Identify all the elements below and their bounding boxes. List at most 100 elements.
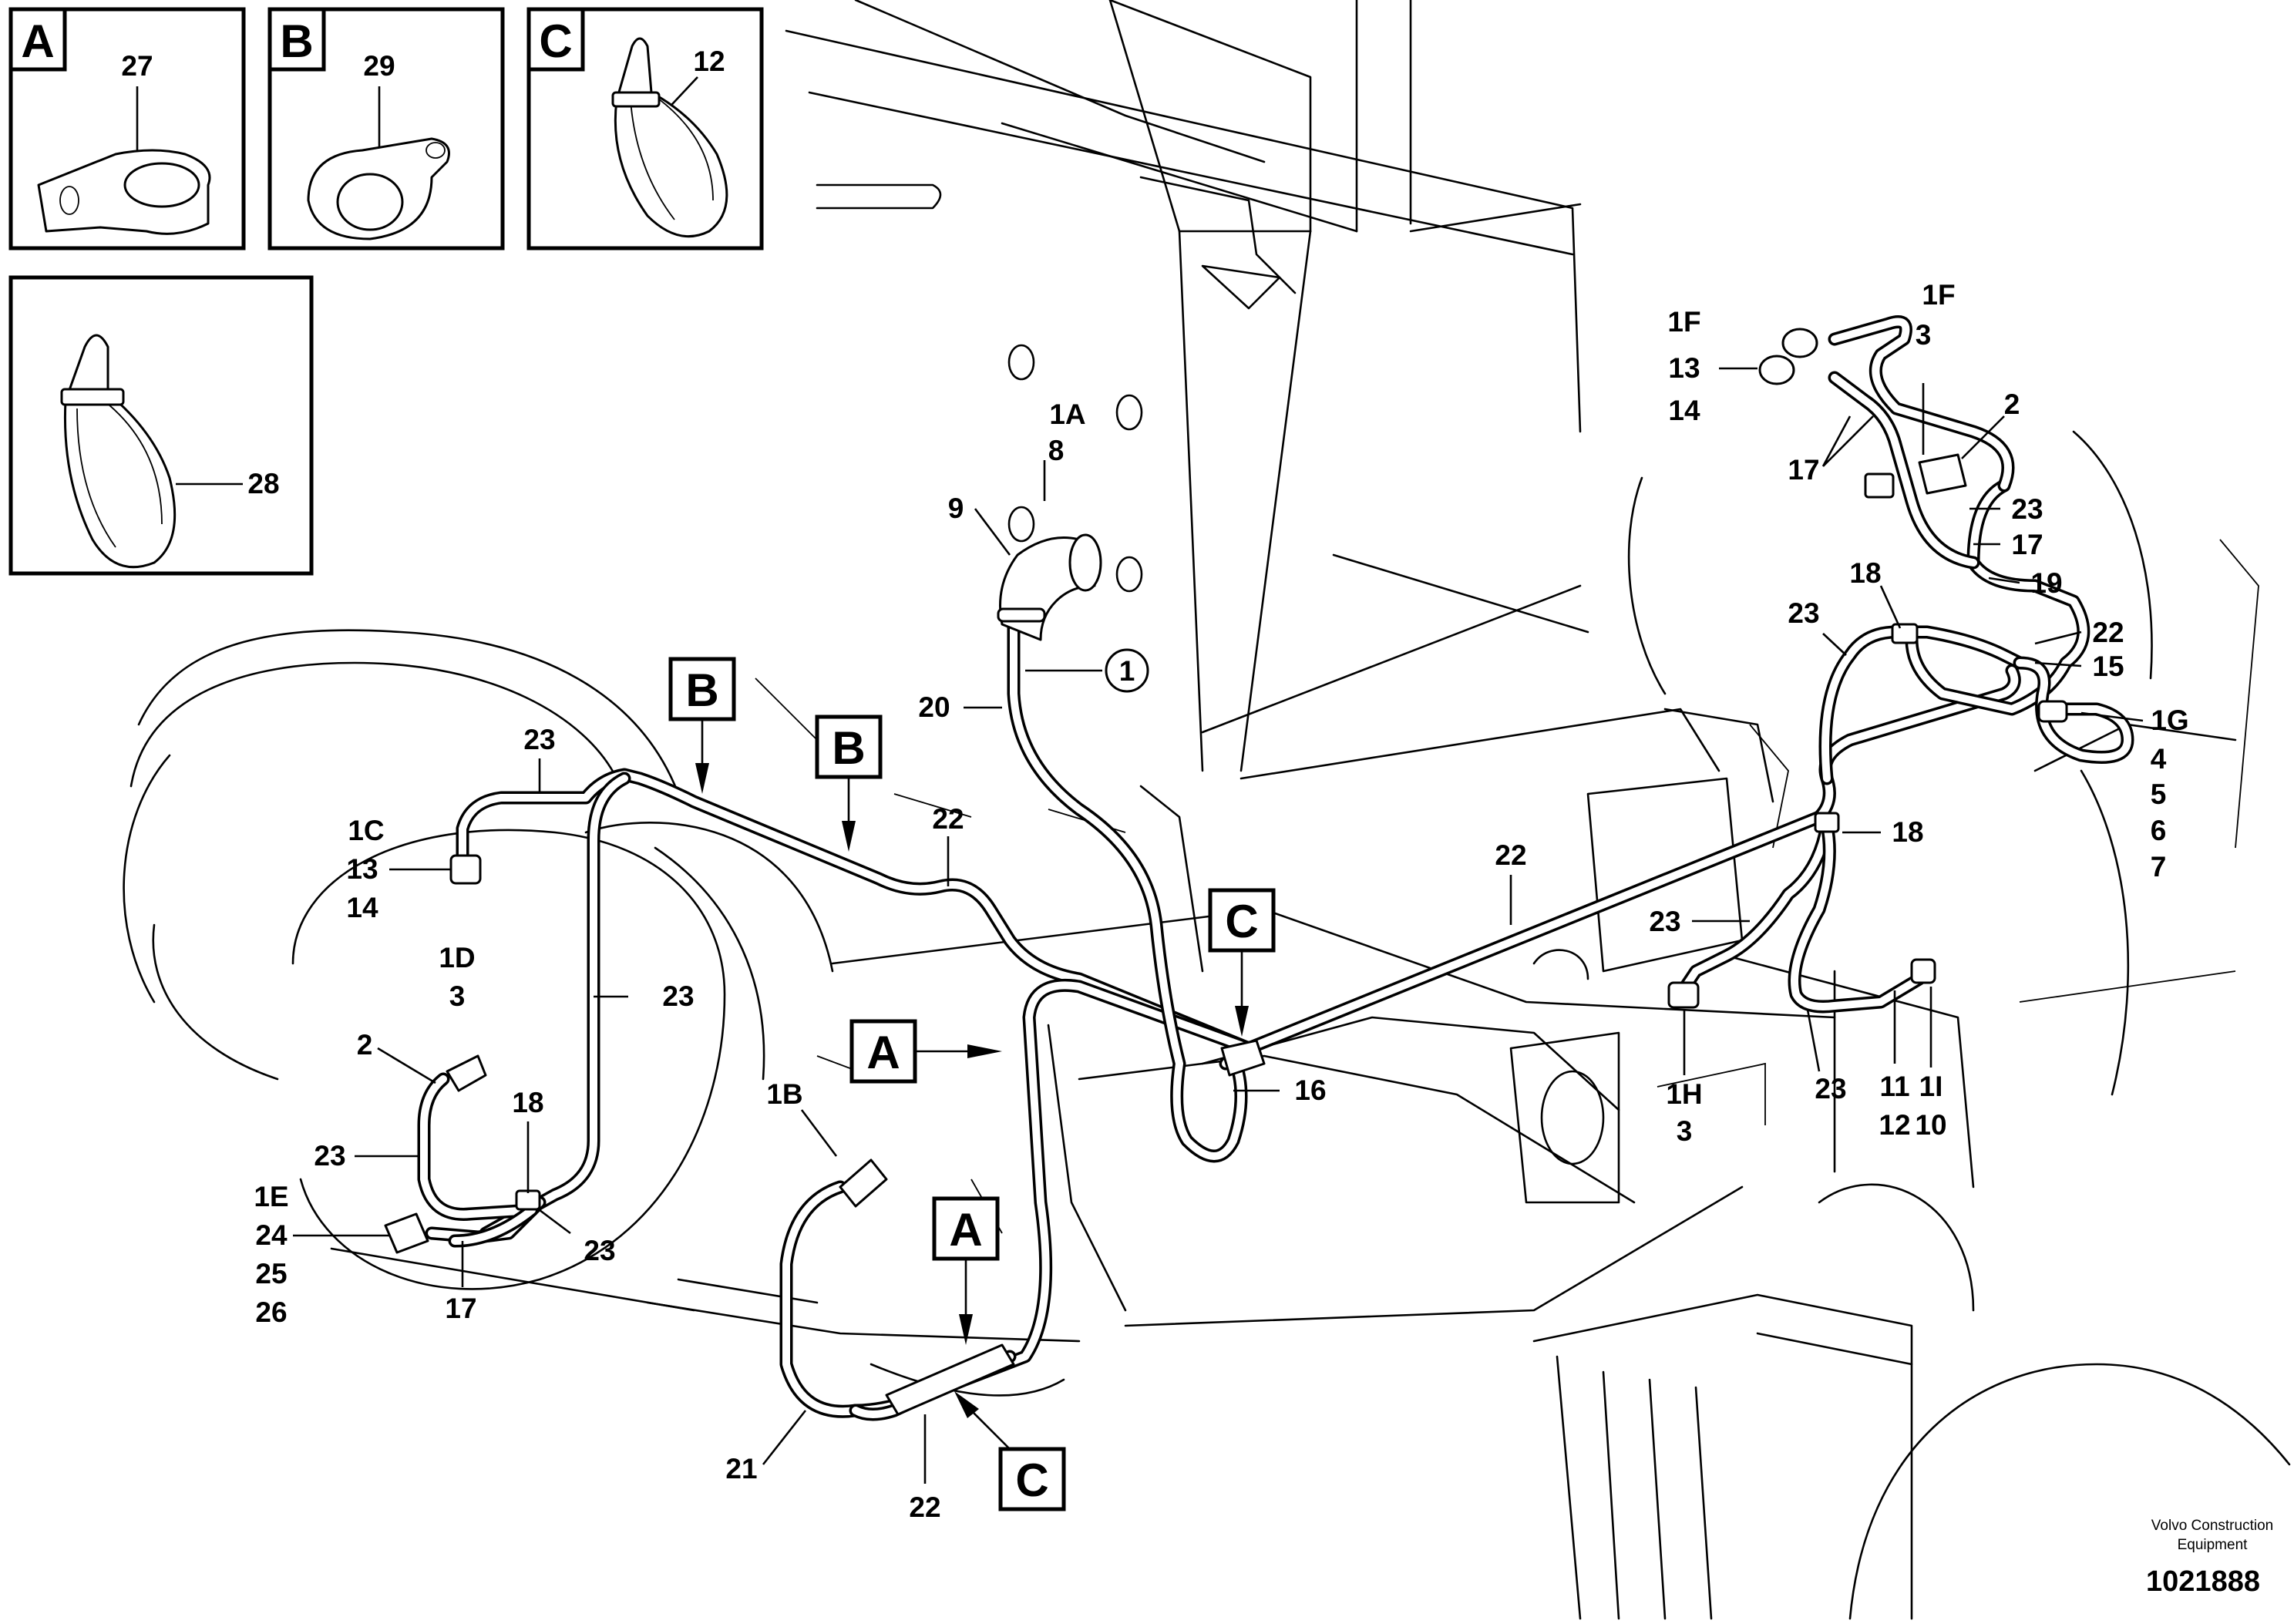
callout-12: 12 — [1879, 1109, 1910, 1141]
inset-B-letter: B — [280, 15, 313, 67]
callout-23-bottom-left: 23 — [584, 1235, 615, 1266]
callout-9: 9 — [948, 493, 964, 524]
connector-1I — [1910, 958, 1936, 984]
callout-1-circle: 1 — [1119, 655, 1135, 687]
elbow-collar — [997, 607, 1046, 623]
callout-10: 10 — [1915, 1109, 1946, 1141]
callout-6: 6 — [2151, 815, 2167, 846]
callout-23-mid-left: 23 — [662, 980, 694, 1012]
callout-22-right-b: 22 — [2092, 617, 2124, 648]
connector-1G — [2037, 700, 2068, 723]
tag-A1-box — [849, 1019, 917, 1084]
inset-A-letter-box — [8, 7, 67, 72]
callout-5: 5 — [2151, 778, 2167, 810]
reference-number: 1021888 — [2146, 1565, 2260, 1598]
callout-1H: 1H — [1666, 1078, 1702, 1110]
tag-C2: C — [1015, 1454, 1048, 1506]
credit-block: Volvo Construction Equipment 1021888 — [2146, 1518, 2273, 1598]
tag-A2: A — [949, 1204, 982, 1256]
inset-B-number: 29 — [363, 50, 395, 82]
elbow-port — [1068, 533, 1102, 592]
inset-B: B 29 — [267, 7, 505, 250]
inset-A: A 27 — [8, 7, 246, 250]
machine-outline — [123, 0, 2291, 1620]
inset-C: C 12 — [526, 7, 764, 250]
tee-18-mid — [1814, 812, 1840, 833]
callout-22-center: 22 — [932, 803, 964, 835]
callout-1E: 1E — [254, 1181, 288, 1212]
callout-22-right-mid: 22 — [1495, 839, 1526, 871]
callout-14-right: 14 — [1668, 395, 1700, 426]
callout-11: 11 — [1879, 1071, 1909, 1102]
inset-C-letter-box — [526, 7, 585, 72]
callout-2-right: 2 — [2004, 388, 2020, 420]
callout-15: 15 — [2092, 651, 2124, 682]
callout-20: 20 — [918, 691, 950, 723]
connector-1H — [1667, 981, 1700, 1009]
inset-C-number: 12 — [693, 45, 725, 77]
inset-28: 28 — [8, 275, 314, 576]
callout-17-right-a: 17 — [1788, 454, 1819, 486]
inset-B-letter-box — [267, 7, 326, 72]
callout-4: 4 — [2151, 743, 2167, 775]
callout-23-right-c: 23 — [1649, 906, 1680, 937]
connector-3-right — [1864, 472, 1895, 499]
callout-23-right-b: 23 — [1788, 597, 1819, 629]
credit-line-1: Volvo Construction — [2151, 1518, 2273, 1534]
connector-1D — [446, 1054, 487, 1092]
tag-A2-box — [932, 1196, 1000, 1261]
tag-B1-box — [668, 657, 736, 721]
callout-18-left: 18 — [512, 1087, 543, 1118]
callout-24: 24 — [255, 1219, 288, 1251]
callout-25: 25 — [255, 1258, 287, 1289]
callout-1A: 1A — [1049, 398, 1085, 430]
callout-circle-1 — [1105, 648, 1149, 693]
connector-1F-b — [1781, 328, 1818, 358]
tag-A1: A — [866, 1027, 900, 1078]
callout-3-right-bottom: 3 — [1677, 1115, 1693, 1147]
components — [384, 328, 2068, 1416]
callout-22-bottom: 22 — [909, 1491, 940, 1523]
callout-1C: 1C — [348, 815, 384, 846]
tag-B2-box — [815, 714, 883, 779]
tee-18-top — [1891, 623, 1919, 644]
inset-28-number: 28 — [247, 468, 279, 499]
callout-26: 26 — [255, 1296, 287, 1328]
connector-1E — [384, 1212, 429, 1254]
tag-B2: B — [832, 722, 865, 774]
callout-3-left: 3 — [449, 980, 466, 1012]
tee-18-left — [515, 1189, 541, 1211]
callout-21: 21 — [725, 1453, 757, 1484]
callout-1F-b: 1F — [1922, 279, 1955, 311]
callout-13-left: 13 — [346, 853, 378, 885]
hose-runs — [417, 315, 2134, 1421]
connector-1B — [839, 1158, 888, 1208]
callout-2-left: 2 — [357, 1029, 373, 1061]
callout-8: 8 — [1048, 435, 1065, 466]
cable-tie-12-icon — [614, 37, 728, 238]
sleeve-22-bottom — [885, 1343, 1015, 1416]
tee-16 — [1220, 1039, 1266, 1077]
callout-7: 7 — [2151, 851, 2167, 883]
callout-1I: 1I — [1919, 1071, 1943, 1102]
callout-17-left: 17 — [445, 1293, 476, 1324]
callout-14-left: 14 — [346, 892, 378, 923]
inset-A-number: 27 — [121, 50, 153, 82]
callout-23-lower-left: 23 — [314, 1140, 345, 1172]
callout-23-right-d: 23 — [1815, 1073, 1846, 1105]
location-tags: B B C A A C — [668, 657, 1276, 1511]
callout-19: 19 — [2030, 567, 2062, 599]
callouts: 1A 8 9 1 20 23 1C 13 14 1D 3 23 2 18 23 … — [254, 279, 2188, 1523]
callout-23-right-a: 23 — [2011, 493, 2043, 525]
tag-C2-box — [998, 1447, 1066, 1511]
connector-1F-a — [1758, 355, 1795, 385]
callout-13-right: 13 — [1668, 352, 1700, 384]
callout-1F-a: 1F — [1667, 306, 1700, 338]
callout-1B: 1B — [766, 1078, 802, 1110]
callout-18-right-top: 18 — [1849, 557, 1881, 589]
inset-A-letter: A — [21, 15, 54, 67]
callout-3-right-top: 3 — [1916, 319, 1932, 351]
tag-B1: B — [685, 664, 718, 716]
callout-1G: 1G — [2151, 704, 2188, 736]
